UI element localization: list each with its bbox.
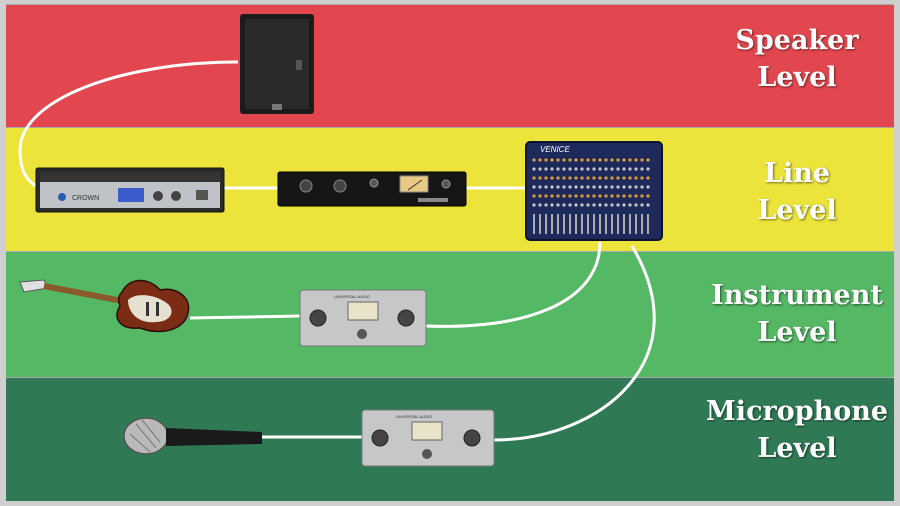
microphone-level-label: Microphone Level <box>705 396 889 464</box>
amplifier-brand: CROWN <box>72 195 99 202</box>
electric-guitar <box>19 279 190 333</box>
mixer-brand: VENICE <box>540 145 570 154</box>
cable-guitar-to-preamp <box>189 314 301 320</box>
preamp-brand-1: UNIVERSAL AUDIO <box>334 294 370 299</box>
mixing-console: VENICE <box>525 141 663 241</box>
cable-amp-to-speaker <box>18 60 239 192</box>
instrument-level-label: Instrument Level <box>711 280 883 348</box>
cable-preamp-to-mixer <box>425 241 602 328</box>
line-level-label: Line Level <box>757 158 837 226</box>
microphone-preamp: UNIVERSAL AUDIO <box>361 409 495 467</box>
mixer-channel-strips <box>532 158 650 234</box>
cable-mic-preamp-to-mixer <box>493 245 656 442</box>
cables <box>18 60 656 442</box>
speaker-level-label: Speaker Level <box>735 25 859 93</box>
instrument-preamp: UNIVERSAL AUDIO <box>299 289 427 347</box>
speaker-cabinet <box>240 14 314 114</box>
compressor <box>277 171 467 207</box>
microphone <box>123 417 262 455</box>
preamp-brand-2: UNIVERSAL AUDIO <box>396 414 432 419</box>
power-amplifier: CROWN <box>35 167 225 213</box>
speaker-level-band <box>6 4 894 127</box>
